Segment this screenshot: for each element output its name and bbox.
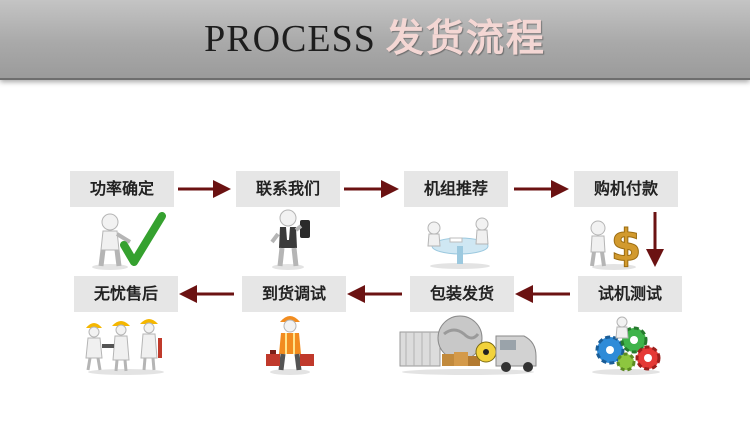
step-package: 包装发货 <box>410 276 514 312</box>
step-aftersales: 无忧售后 <box>74 276 178 312</box>
worker-toolbox-icon <box>266 316 314 375</box>
dollar-sign-icon: $ <box>590 220 642 270</box>
worker-team-icon <box>85 319 164 375</box>
step-purchase: 购机付款 <box>574 171 678 207</box>
svg-text:$: $ <box>611 220 642 270</box>
step-power: 功率确定 <box>70 171 174 207</box>
meeting-table-icon <box>427 217 490 269</box>
header-divider <box>0 78 750 80</box>
page-title-english: PROCESS <box>204 18 376 60</box>
cargo-globe-icon <box>399 315 537 375</box>
step-debug: 到货调试 <box>242 276 346 312</box>
header-banner <box>0 0 750 78</box>
step-test: 试机测试 <box>578 276 682 312</box>
step-recommend: 机组推荐 <box>404 171 508 207</box>
step-contact: 联系我们 <box>236 171 340 207</box>
page-title-chinese: 发货流程 <box>385 16 546 60</box>
person-checkmark-icon <box>92 212 166 270</box>
gears-icon <box>592 316 661 375</box>
person-phone-icon <box>270 209 310 270</box>
